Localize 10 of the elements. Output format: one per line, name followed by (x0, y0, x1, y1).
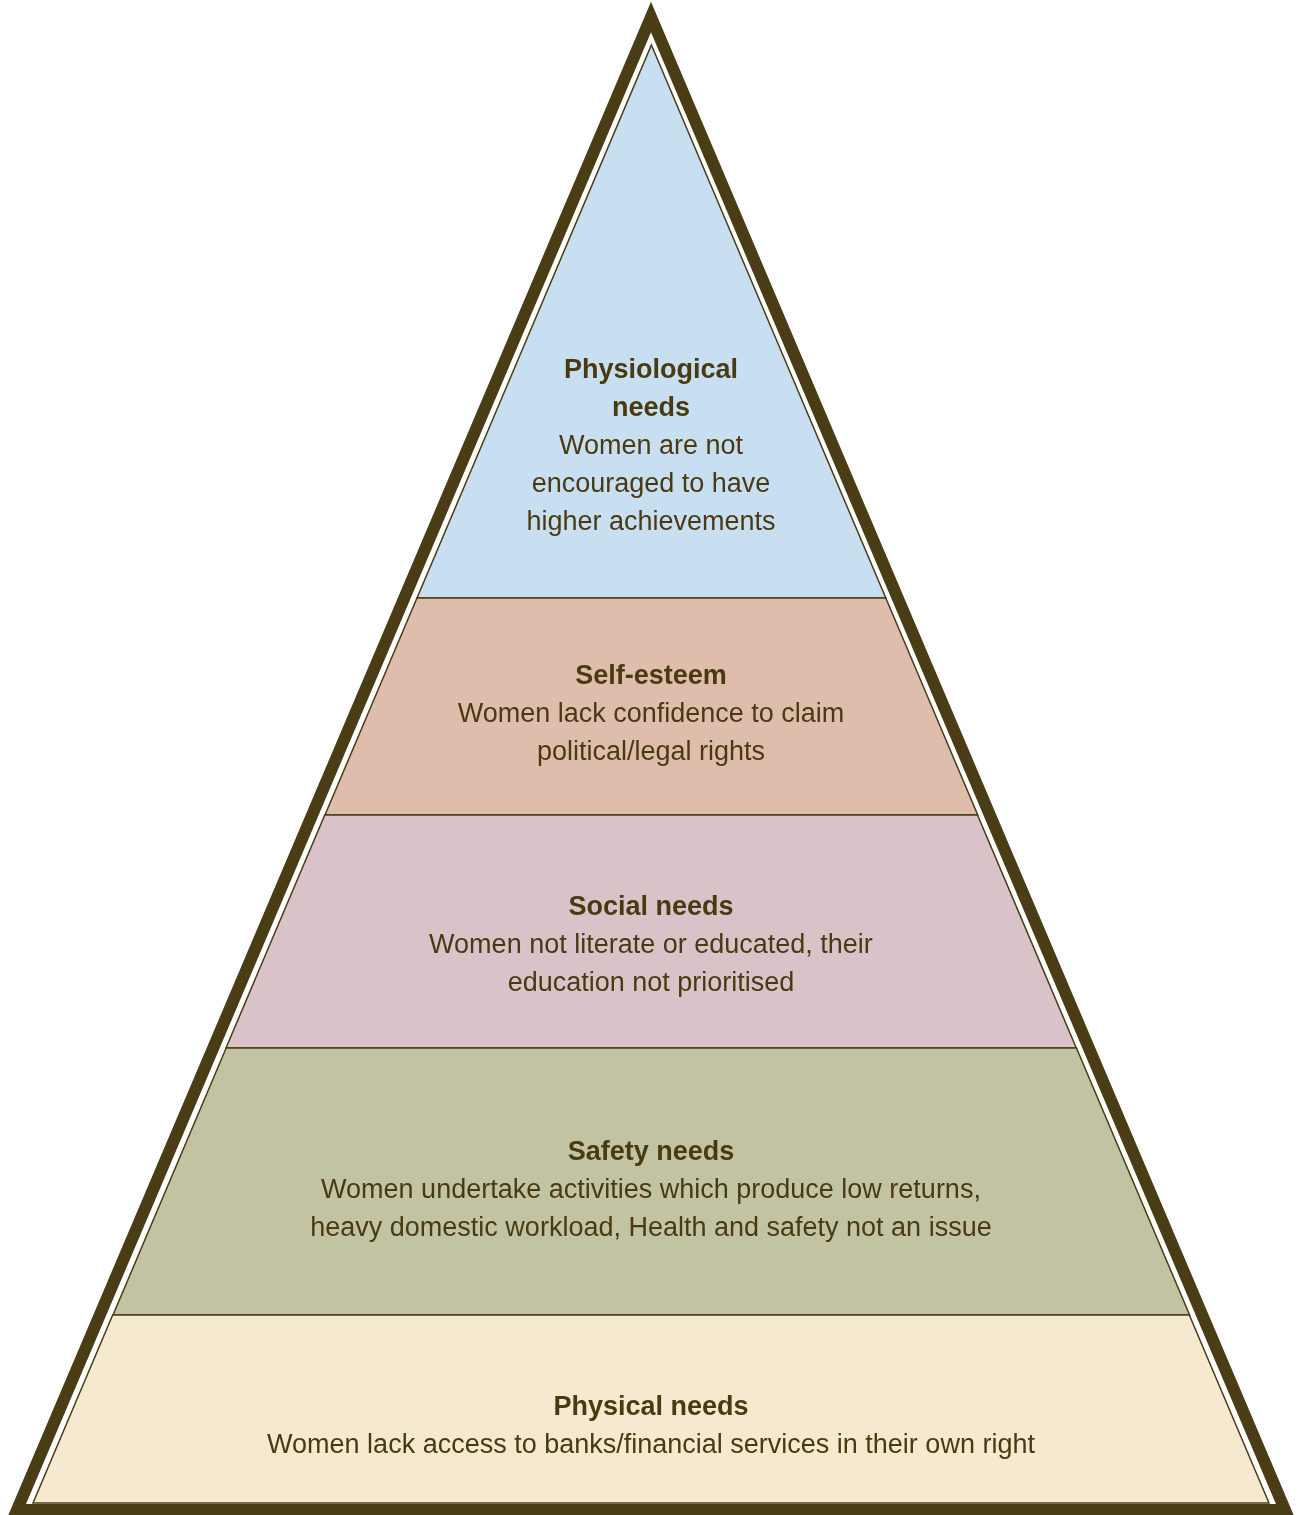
level-description: Women not literate or educated, their education not prioritised (428, 928, 874, 999)
level-heading: Self-esteem (574, 659, 728, 692)
level-description: Women are not encouraged to have higher achievements (526, 429, 776, 538)
level-heading: Safety needs (566, 1135, 736, 1168)
level-description: Women undertake activities which produce low returns, heavy domestic workload, Health and safety not an issue (309, 1173, 993, 1244)
level-heading: Social needs (567, 890, 735, 923)
level-description: Women lack access to banks/financial services in their own right (266, 1428, 1036, 1461)
level-heading: Physical needs (552, 1390, 750, 1423)
level-heading: Physiological needs (562, 353, 739, 424)
level-description: Women lack confidence to claim political/legal rights (456, 697, 846, 768)
